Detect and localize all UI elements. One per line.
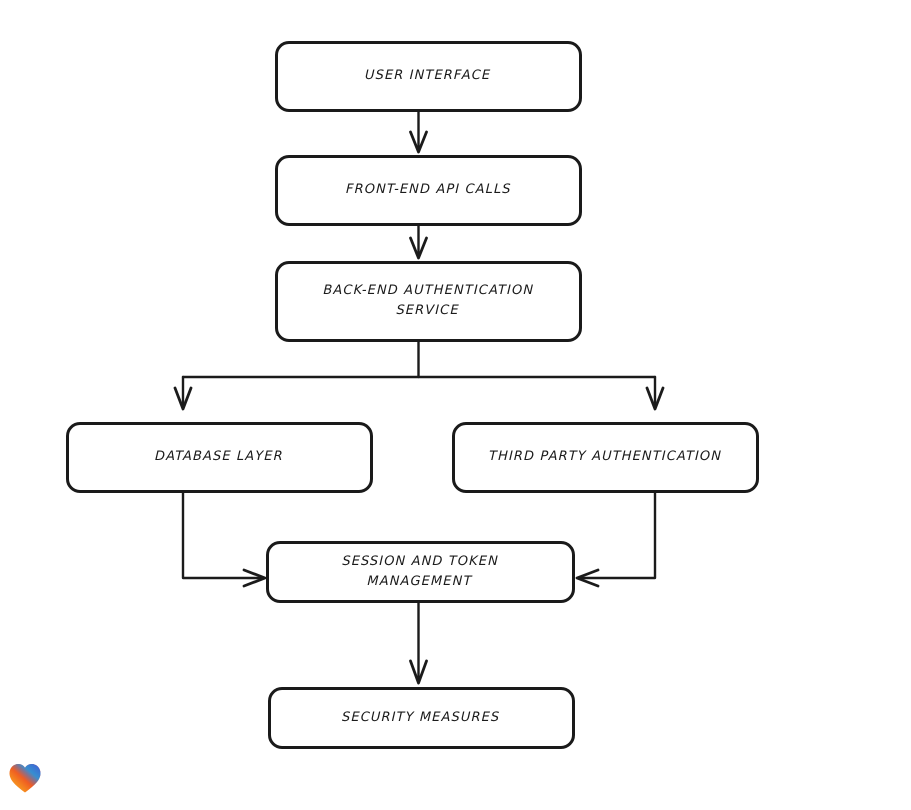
edge-split-to-database [173, 375, 193, 411]
edge-database-to-session [181, 491, 267, 588]
node-third-party-authentication[interactable]: Third Party Authentication [452, 422, 759, 493]
node-label: Security Measures [342, 709, 501, 725]
edge-backend-split-bar [181, 340, 657, 379]
node-label: User Interface [365, 68, 492, 84]
heart-icon[interactable] [8, 762, 42, 794]
node-database-layer[interactable]: Database Layer [66, 422, 373, 493]
edge-split-to-third-party [645, 375, 665, 411]
node-label: Session and Token Management [342, 553, 500, 589]
node-security-measures[interactable]: Security Measures [268, 687, 575, 749]
node-backend-authentication-service[interactable]: Back-End Authentication Service [275, 261, 582, 342]
edge-third-party-to-session [575, 491, 657, 588]
node-label: Front-End API Calls [345, 182, 512, 198]
edge-frontend-to-backend [409, 224, 428, 260]
node-label: Database Layer [154, 449, 285, 465]
node-user-interface[interactable]: User Interface [275, 41, 582, 112]
node-frontend-api-calls[interactable]: Front-End API Calls [275, 155, 582, 226]
edge-session-to-security [409, 601, 428, 685]
edge-ui-to-frontend [409, 110, 428, 154]
node-label: Back-End Authentication Service [323, 283, 535, 319]
node-session-and-token-management[interactable]: Session and Token Management [266, 541, 575, 603]
node-label: Third Party Authentication [488, 449, 723, 465]
